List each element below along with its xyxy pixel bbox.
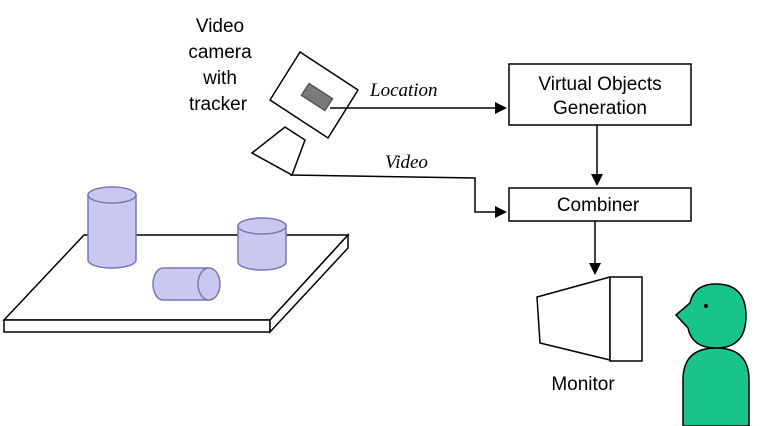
tracker-icon	[300, 82, 334, 112]
video-edge: Video	[289, 152, 507, 218]
person-icon	[674, 283, 750, 426]
svg-text:Video: Video	[196, 16, 244, 37]
person-eye-icon	[704, 304, 708, 308]
svg-text:Combiner: Combiner	[557, 195, 640, 216]
camera-label: Video camera with tracker	[188, 16, 252, 115]
monitor-icon	[536, 276, 643, 362]
svg-text:with: with	[202, 68, 237, 89]
short-cylinder-icon	[237, 217, 287, 271]
svg-text:Generation: Generation	[553, 98, 647, 119]
virtual-objects-box: Virtual Objects Generation	[508, 63, 692, 126]
video-label: Video	[385, 152, 428, 173]
lying-cylinder-icon	[152, 267, 221, 301]
tall-cylinder-icon	[87, 186, 137, 269]
location-edge: Location	[330, 80, 507, 114]
combiner-box: Combiner	[508, 187, 692, 222]
video-camera-icon	[250, 50, 360, 177]
monitor-label: Monitor	[551, 374, 615, 395]
svg-text:Virtual Objects: Virtual Objects	[538, 74, 661, 95]
location-label: Location	[369, 80, 438, 101]
svg-text:camera: camera	[188, 42, 252, 63]
svg-text:tracker: tracker	[189, 94, 248, 115]
